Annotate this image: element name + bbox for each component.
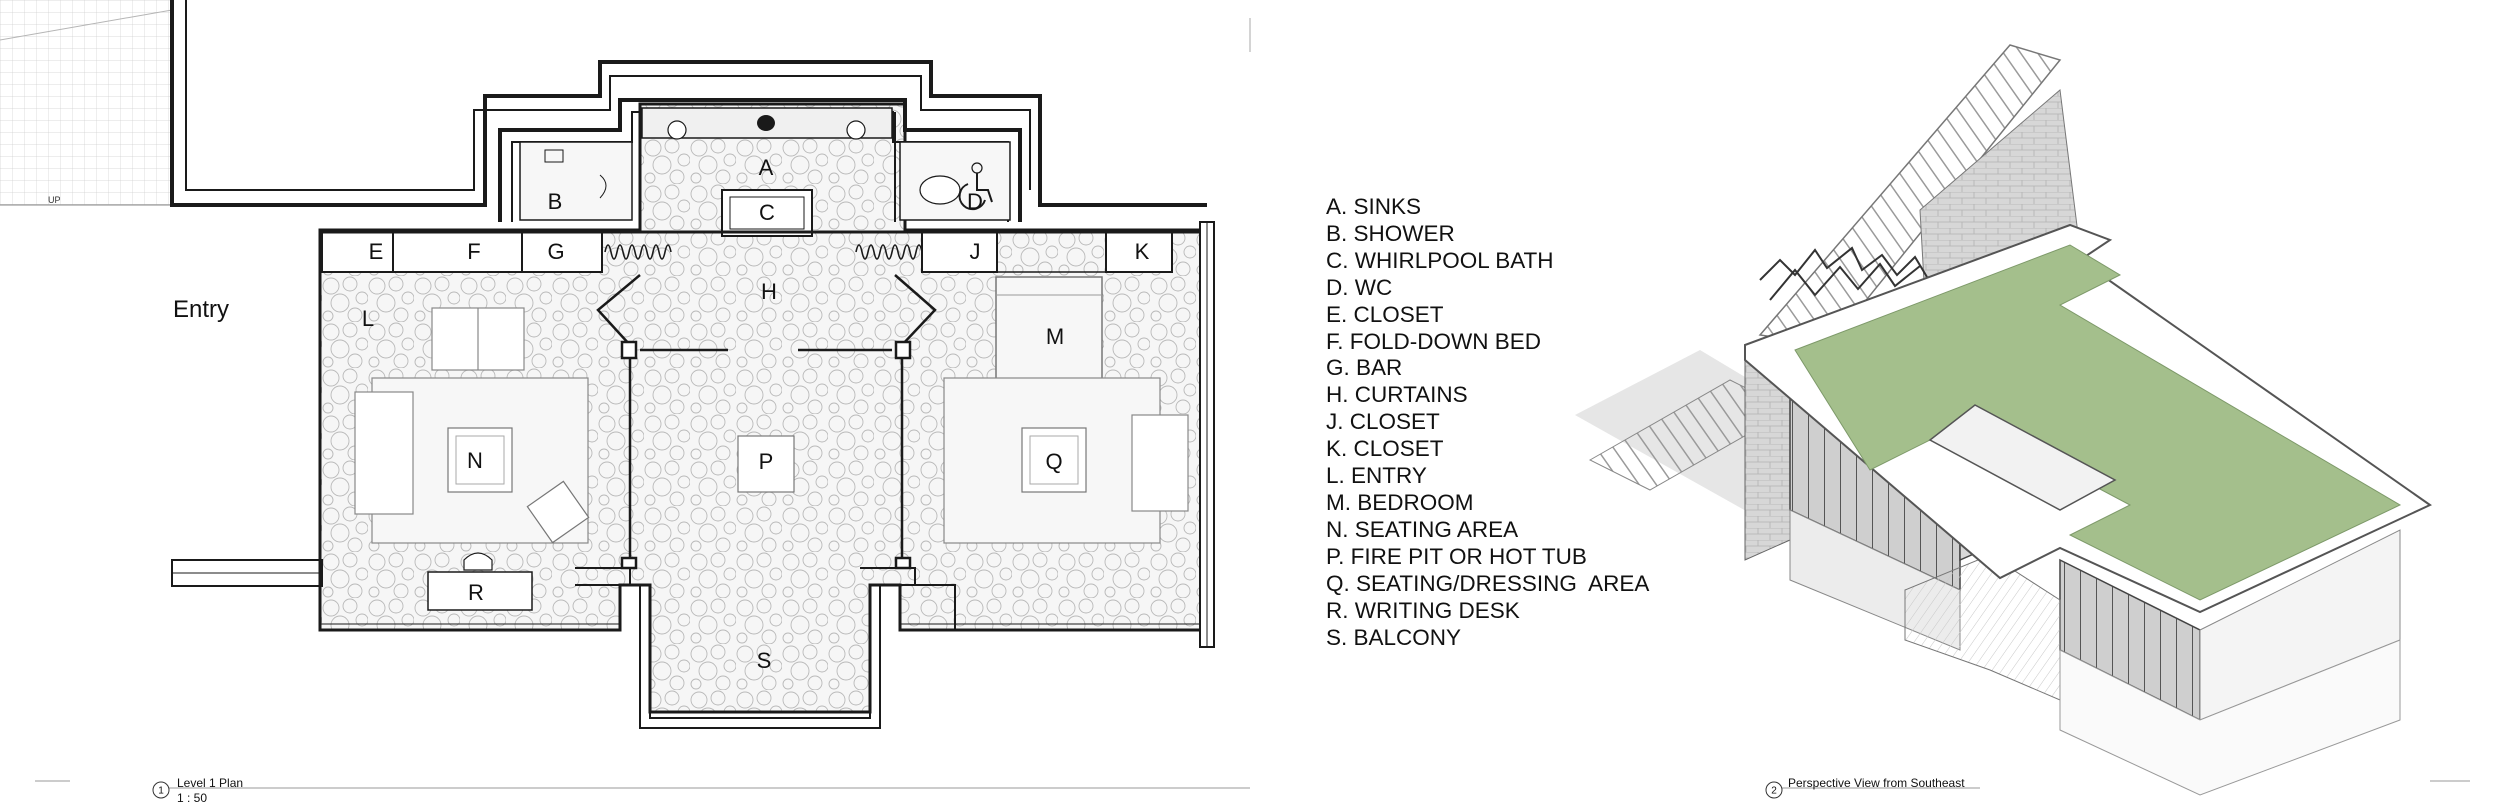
- legend-item: A. SINKS: [1326, 194, 1422, 219]
- floor-plan: UP: [0, 0, 1250, 805]
- legend-item: C. WHIRLPOOL BATH: [1326, 247, 1554, 273]
- plan-caption: 1 Level 1 Plan 1 : 50: [35, 776, 1250, 805]
- foundation: [2059, 639, 2401, 796]
- room-label-h: H: [761, 279, 777, 304]
- perspective-caption-number: 2: [1771, 786, 1777, 797]
- fire-pit: [737, 435, 795, 493]
- room-labels: A B C D E F G H J K L M N P Q R S: [362, 155, 1150, 673]
- shower: [519, 141, 633, 221]
- legend-item: M. BEDROOM: [1326, 489, 1474, 515]
- legend-item: J. CLOSET: [1326, 409, 1440, 435]
- legend-item: N. SEATING AREA: [1326, 516, 1519, 542]
- entry-label: Entry: [173, 296, 229, 323]
- room-label-l: L: [362, 306, 374, 331]
- room-label-b: B: [548, 189, 563, 214]
- writing-desk: [427, 552, 533, 611]
- legend-item: K. CLOSET: [1326, 436, 1444, 462]
- room-label-q: Q: [1045, 449, 1062, 474]
- room-label-e: E: [369, 239, 384, 264]
- room-label-s: S: [757, 648, 772, 673]
- legend-item: D. WC: [1326, 274, 1393, 300]
- room-label-p: P: [759, 449, 774, 474]
- plan-caption-number: 1: [158, 786, 164, 797]
- entry-walkway: [171, 559, 323, 587]
- east-wall: [1199, 221, 1215, 648]
- legend-item: E. CLOSET: [1326, 301, 1444, 327]
- legend-item: B. SHOWER: [1326, 220, 1455, 246]
- perspective-caption: 2 Perspective View from Southeast: [1765, 776, 2470, 799]
- perspective-view: 2 Perspective View from Southeast: [1575, 44, 2470, 799]
- legend-item: R. WRITING DESK: [1326, 597, 1520, 623]
- plan-caption-scale: 1 : 50: [177, 791, 207, 805]
- seating-area-left: [354, 307, 590, 544]
- room-label-g: G: [547, 239, 564, 264]
- seating-area-right: [943, 377, 1189, 544]
- curtain-tracks: [596, 274, 937, 570]
- sinks-counter: [641, 107, 893, 140]
- room-label-j: J: [970, 239, 981, 264]
- room-label-d: D: [967, 189, 983, 214]
- whirlpool-bath: [721, 189, 813, 237]
- room-label-n: N: [467, 448, 483, 473]
- legend-item: H. CURTAINS: [1326, 382, 1468, 408]
- legend-item: S. BALCONY: [1326, 624, 1462, 650]
- balcony-outline: [639, 585, 881, 729]
- south-railing: [318, 230, 1200, 631]
- room-label-k: K: [1135, 239, 1150, 264]
- legend-item: L. ENTRY: [1326, 463, 1427, 489]
- legend-item: Q. SEATING/DRESSING AREA: [1326, 570, 1650, 596]
- legend-item: F. FOLD-DOWN BED: [1326, 328, 1542, 354]
- stair-up-label: UP: [48, 195, 61, 205]
- legend-item: G. BAR: [1326, 355, 1403, 381]
- room-legend: A. SINKS B. SHOWER C. WHIRLPOOL BATH D. …: [1326, 194, 1649, 651]
- stair-landing: UP: [0, 0, 173, 206]
- room-label-r: R: [468, 580, 484, 605]
- closet-strip: [321, 230, 1200, 273]
- room-label-c: C: [759, 200, 775, 225]
- room-label-a: A: [759, 155, 774, 180]
- perspective-caption-title: Perspective View from Southeast: [1788, 776, 1965, 790]
- room-label-m: M: [1046, 324, 1064, 349]
- roof-courtyard-edge: [1928, 404, 2117, 511]
- vegetation: [1759, 246, 1928, 301]
- legend-item: P. FIRE PIT OR HOT TUB: [1326, 543, 1587, 569]
- plan-caption-title: Level 1 Plan: [177, 776, 243, 790]
- room-label-f: F: [467, 239, 480, 264]
- wc: [899, 141, 1011, 221]
- upper-outline: [170, 0, 1207, 207]
